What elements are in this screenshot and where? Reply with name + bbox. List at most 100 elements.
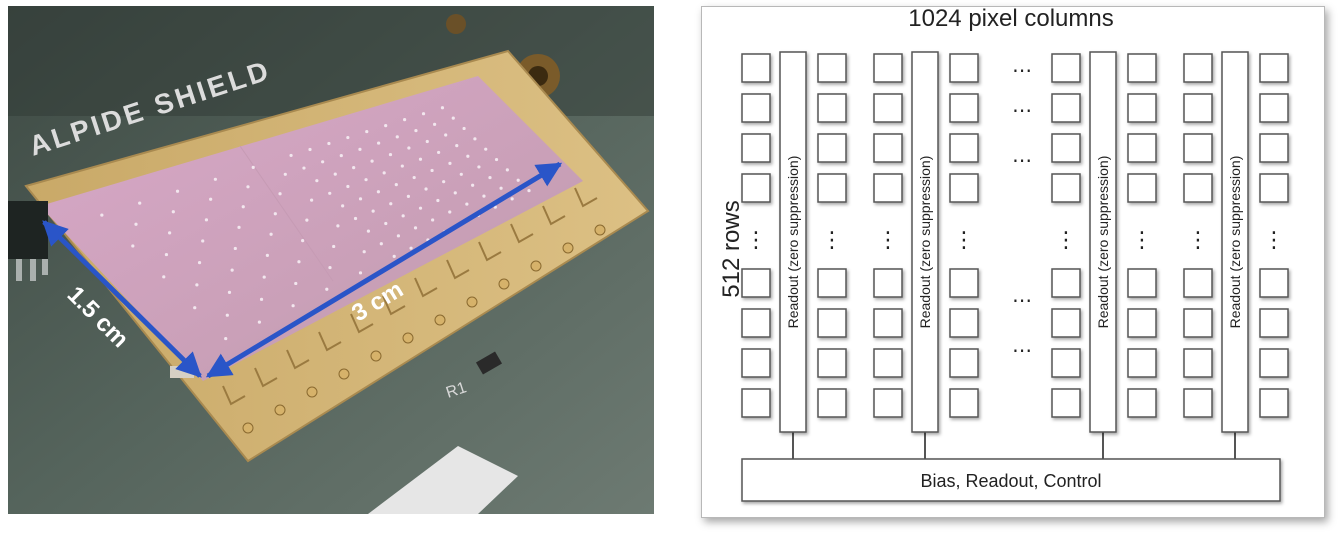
pixel-cell <box>949 173 979 203</box>
sensor-dot <box>365 129 369 134</box>
sensor-dot <box>401 214 405 218</box>
pixel-cell <box>1259 173 1289 203</box>
sensor-dot <box>379 242 383 246</box>
pixel-cell <box>949 268 979 298</box>
sensor-dot <box>265 253 269 257</box>
pixel-cell <box>741 268 771 298</box>
sensor-dot <box>164 252 169 257</box>
sensor-dot <box>406 194 411 199</box>
pixel-cell <box>1051 173 1081 203</box>
column-pair-group: Readout (zero suppression)⋮⋮ <box>741 51 847 459</box>
pixel-cell <box>1259 348 1289 378</box>
sensor-dot <box>455 144 459 148</box>
sensor-dot <box>384 221 388 226</box>
sensor-dot <box>308 147 312 152</box>
pixel-cell <box>949 133 979 163</box>
pixel-cell <box>1183 268 1213 298</box>
sensor-dot <box>430 168 434 173</box>
length-arrow <box>205 161 563 379</box>
sensor-dot <box>418 157 423 161</box>
sensor-dot <box>421 112 426 116</box>
pixel-cell <box>949 348 979 378</box>
vertical-ellipsis: ⋮ <box>745 228 767 253</box>
readout-column-label: Readout (zero suppression) <box>917 156 933 329</box>
sensor-dot <box>395 135 399 139</box>
pixel-cell <box>817 53 847 83</box>
sensor-dot <box>392 254 396 258</box>
pixel-matrix-diagram: 1024 pixel columns 512 rows Readout (zer… <box>718 7 1289 502</box>
pixel-cell <box>873 53 903 83</box>
sensor-dot <box>471 183 475 187</box>
board-pad <box>242 422 254 434</box>
sensor-dot <box>327 141 331 146</box>
pixel-cell <box>1051 268 1081 298</box>
sensor-dot <box>437 150 441 155</box>
sensor-dot <box>278 192 282 196</box>
sensor-dot <box>246 185 250 189</box>
pixel-cell <box>1183 388 1213 418</box>
sensor-dot <box>413 226 418 230</box>
sensor-dot <box>138 201 142 205</box>
sensor-dot <box>213 177 217 181</box>
sensor-dot <box>510 197 514 201</box>
sensor-dot <box>462 126 466 131</box>
vertical-ellipsis: ⋮ <box>1263 228 1285 253</box>
pixel-cell <box>817 268 847 298</box>
board-pad <box>306 386 318 398</box>
pixel-cell <box>873 173 903 203</box>
rows-label: 512 rows <box>718 200 745 297</box>
sensor-dot <box>440 106 445 110</box>
sensor-dot <box>465 202 469 206</box>
pixel-cell <box>817 133 847 163</box>
sensor-dot <box>377 141 381 145</box>
column-pair-group: Readout (zero suppression)⋮⋮ <box>873 51 979 459</box>
sensor-dot <box>197 261 202 265</box>
white-label <box>368 446 518 514</box>
sensor-dot <box>233 246 237 251</box>
sensor-dot <box>403 118 407 122</box>
vertical-ellipsis: ⋮ <box>1187 228 1209 253</box>
pixel-cell <box>1127 388 1157 418</box>
bond-trace <box>222 385 246 406</box>
vertical-ellipsis: ⋮ <box>1131 228 1153 253</box>
sensor-dot <box>346 135 350 140</box>
sensor-dot <box>339 153 343 158</box>
board-marking-text: R1 <box>444 379 469 402</box>
sensor-dot <box>370 159 374 163</box>
bond-trace <box>574 187 598 208</box>
sensor-dot <box>131 244 135 248</box>
sensor-dot <box>409 246 413 250</box>
vertical-ellipsis: ⋮ <box>1055 228 1077 253</box>
board-top-shadow <box>8 6 654 116</box>
pixel-cell <box>1051 348 1081 378</box>
sensor-dot <box>407 146 411 150</box>
pixel-cell <box>1259 388 1289 418</box>
board-pad <box>498 278 510 290</box>
sensor-dot <box>332 244 336 249</box>
sensor-dot <box>325 287 329 291</box>
sensor-dot <box>230 268 234 272</box>
pixel-cell <box>873 348 903 378</box>
sensor-dot <box>310 198 314 202</box>
sensor-dot <box>321 160 325 164</box>
sensor-dot <box>227 290 232 294</box>
sensor-dot <box>494 157 499 162</box>
sensor-dot <box>201 239 205 243</box>
sensor-dot <box>448 161 452 165</box>
pixel-cell <box>873 133 903 163</box>
sensor-dot <box>209 197 213 201</box>
bias-readout-control-label: Bias, Readout, Control <box>920 471 1101 491</box>
sensor-dot <box>305 218 309 222</box>
sensor-dot <box>195 283 199 287</box>
board-pad <box>370 350 382 362</box>
sensor-dot <box>396 234 401 238</box>
pixel-cell <box>817 388 847 418</box>
board-pad <box>434 314 446 326</box>
sensor-dot <box>444 133 448 137</box>
pixel-cell <box>1259 53 1289 83</box>
sensor-dot <box>289 153 293 158</box>
sensor-dot <box>134 222 138 226</box>
sensor-dot <box>448 210 452 214</box>
sensor-dot <box>193 306 197 310</box>
sensor-dot <box>328 191 332 195</box>
